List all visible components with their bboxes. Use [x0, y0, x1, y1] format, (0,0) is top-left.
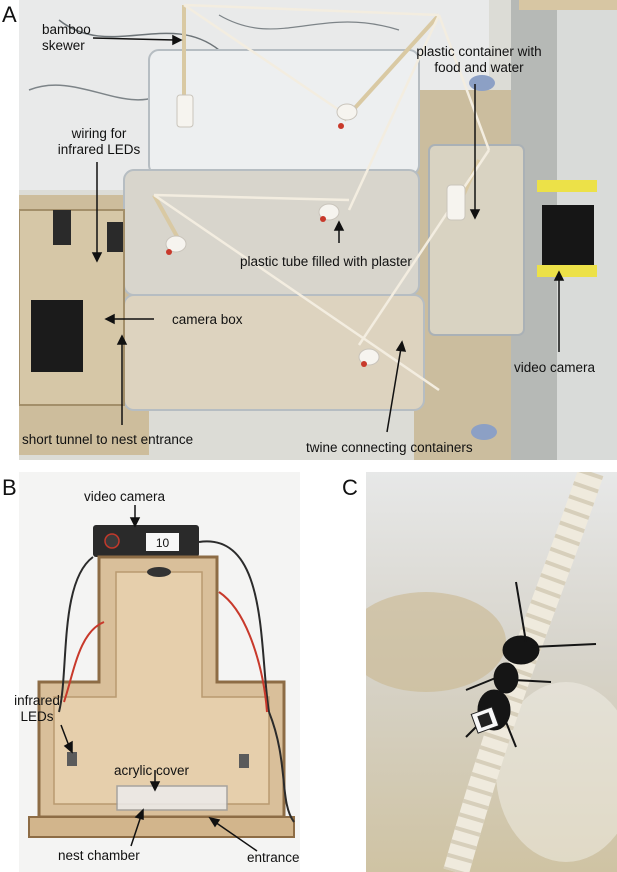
- panel-b-label: B: [2, 475, 17, 500]
- panel-a-arrows: [91, 34, 565, 433]
- panel-b-arrows: [60, 505, 258, 852]
- plaster-tubes: [165, 94, 466, 366]
- annotation-line: infrared LEDs: [57, 142, 141, 157]
- annotation-short-tunnel: short tunnel to nest entrance: [22, 432, 194, 447]
- annotation-video-camera: video camera: [514, 360, 596, 375]
- panel-b-scene: 10: [19, 472, 300, 872]
- acrylic-cover: [116, 785, 228, 811]
- annotation-plastic-tube: plastic tube filled with plaster: [240, 254, 412, 269]
- panel-a-scene: [19, 0, 617, 460]
- annotation-bamboo-skewer: bamboo skewer: [42, 22, 91, 54]
- annotation-line: plastic container with: [416, 44, 542, 59]
- annotation-line: skewer: [42, 38, 85, 53]
- annotation-line: wiring for: [71, 126, 127, 141]
- panel-c-label: C: [342, 475, 358, 500]
- annotation-twine: twine connecting containers: [306, 440, 473, 455]
- annotation-infrared-leds: infrared LEDs: [4, 693, 70, 725]
- annotation-line: infrared: [14, 693, 60, 708]
- annotation-entrance: entrance: [247, 850, 300, 865]
- infrared-led-right: [239, 754, 249, 768]
- food-water-container: [428, 144, 525, 336]
- camera-number-tag: 10: [156, 536, 170, 550]
- annotation-nest-chamber: nest chamber: [58, 848, 140, 863]
- red-tips: [166, 123, 367, 367]
- annotation-camera-box: camera box: [172, 312, 243, 327]
- camera-box-camera: [31, 300, 83, 372]
- infrared-led-left: [67, 752, 77, 766]
- annotation-acrylic-cover: acrylic cover: [114, 763, 190, 778]
- annotation-line: bamboo: [42, 22, 91, 37]
- panel-c-scene: [366, 472, 617, 872]
- container-bottom: [123, 294, 425, 411]
- panel-a-label: A: [2, 2, 17, 27]
- panel-b-photo: 10: [19, 472, 300, 872]
- annotation-line: LEDs: [20, 709, 54, 724]
- annotation-wiring: wiring for infrared LEDs: [44, 126, 154, 158]
- annotation-plastic-container: plastic container with food and water: [404, 44, 554, 76]
- video-camera: [542, 205, 594, 270]
- annotation-b-video-camera: video camera: [84, 489, 166, 504]
- twine-lines: [153, 3, 491, 392]
- panel-a-photo: [19, 0, 617, 460]
- annotation-line: food and water: [434, 60, 524, 75]
- panel-c-photo: [366, 472, 617, 872]
